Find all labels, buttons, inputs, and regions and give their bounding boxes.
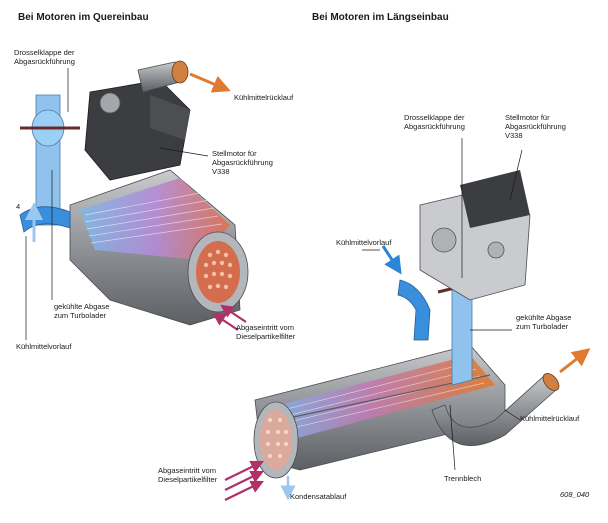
right-assembly <box>224 138 591 501</box>
right-cooler-end-plate <box>253 401 299 479</box>
left-label-cooled-gas: gekühlte Abgase zum Turbolader <box>54 302 110 320</box>
left-label-actuator: Stellmotor für Abgasrückführung V338 <box>212 149 273 176</box>
left-label-throttle: Drosselklappe der Abgasrückführung <box>14 48 75 66</box>
right-exhaust-inlet-arrows <box>224 460 264 501</box>
left-coolant-return-pipe <box>137 60 189 93</box>
left-cooler-end-plate <box>187 231 249 313</box>
right-label-condensate: Kondensatablauf <box>290 492 347 501</box>
right-label-actuator: Stellmotor für Abgasrückführung V338 <box>505 113 566 140</box>
right-label-coolant-return: Kühlmittelrücklauf <box>520 414 580 423</box>
left-coolant-return-arrow <box>189 72 231 93</box>
left-exhaust-inlet-arrows <box>212 304 247 331</box>
right-label-exhaust-inlet: Abgaseintritt vom Dieselpartikelfilter <box>158 466 218 484</box>
left-label-coolant-return: Kühlmittelrücklauf <box>234 93 294 102</box>
right-label-coolant-supply: Kühlmittelvorlauf <box>336 238 392 247</box>
right-label-baffle: Trennblech <box>444 474 482 483</box>
left-heading: Bei Motoren im Quereinbau <box>18 12 149 23</box>
right-coolant-supply-pipe <box>397 279 431 341</box>
left-assembly <box>19 60 249 340</box>
left-coolant-supply-pipe <box>19 206 71 233</box>
right-coolant-supply-arrow <box>381 245 402 275</box>
left-actuator-v338 <box>84 79 191 181</box>
figure-id: 608_040 <box>560 490 590 499</box>
right-label-throttle: Drosselklappe der Abgasrückführung <box>404 113 465 131</box>
right-actuator-v338 <box>419 170 531 301</box>
right-label-cooled-gas: gekühlte Abgase zum Turbolader <box>516 313 572 331</box>
right-coolant-return-arrow <box>559 348 591 374</box>
right-heading: Bei Motoren im Längseinbau <box>312 12 449 23</box>
left-label-coolant-supply: Kühlmittelvorlauf <box>16 342 72 351</box>
left-label-marker: 4 <box>16 202 21 211</box>
left-label-exhaust-inlet: Abgaseintritt vom Dieselpartikelfilter <box>236 323 296 341</box>
right-coolant-return-pipe <box>431 373 560 446</box>
